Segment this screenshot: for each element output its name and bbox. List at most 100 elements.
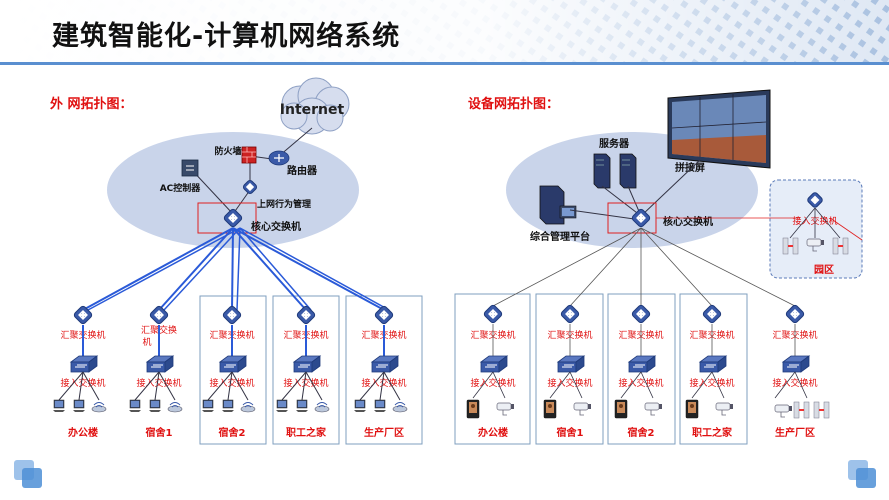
pc-display xyxy=(278,401,286,407)
router-icon xyxy=(268,150,290,166)
router-arrows xyxy=(274,154,284,162)
left-zone-name: 生产厂区 xyxy=(364,426,404,439)
left-access-label: 接入交换机 xyxy=(136,377,181,389)
pc-display xyxy=(356,401,364,407)
camera-mount xyxy=(650,410,655,416)
access-switch-side xyxy=(717,355,727,373)
left-access-label: 接入交换机 xyxy=(209,377,254,389)
video-wall-seams xyxy=(671,94,767,160)
right-access-label: 接入交换机 xyxy=(547,377,592,389)
right-face-terminal-icon xyxy=(614,399,628,419)
right-core-label: 核心交换机 xyxy=(663,215,713,228)
left-uplink-secondary xyxy=(163,227,241,311)
ac-marks xyxy=(186,165,194,171)
header-decoration xyxy=(0,0,889,65)
left-agg-switch xyxy=(296,305,316,325)
left-core-ellipse xyxy=(107,132,359,248)
switch-arrows xyxy=(229,214,237,222)
right-access-label: 接入交换机 xyxy=(618,377,663,389)
right-face-terminal-icon xyxy=(466,399,480,419)
left-endpoint-link xyxy=(207,371,233,401)
switch-arrowheads xyxy=(301,310,311,320)
camera-body xyxy=(806,238,822,247)
terminal-face xyxy=(619,404,623,408)
camera-lens xyxy=(730,404,733,409)
left-pc-icon xyxy=(73,399,85,412)
server-slots xyxy=(596,159,604,166)
mgmt-platform-icon xyxy=(539,185,577,225)
left-uplink xyxy=(158,227,234,311)
ap-waves xyxy=(242,402,254,408)
switch-arrowheads xyxy=(154,310,164,320)
right-camera-icon xyxy=(715,402,733,416)
right-access-label: 接入交换机 xyxy=(470,377,515,389)
left-pc-icon xyxy=(296,399,308,412)
right-endpoint-link xyxy=(492,371,506,399)
firewall-wall xyxy=(241,146,257,164)
left-access-label: 接入交换机 xyxy=(283,377,328,389)
switch-arrows xyxy=(302,311,310,319)
switch-arrows xyxy=(791,310,799,318)
right-access-switch xyxy=(479,355,509,373)
left-zone-box xyxy=(345,295,423,445)
camera-lens xyxy=(588,404,591,409)
server-icon xyxy=(619,153,637,189)
right-zone-name: 宿舍1 xyxy=(557,426,584,439)
ap-waves xyxy=(316,402,328,408)
switch-arrows xyxy=(637,214,645,222)
left-agg-switch xyxy=(374,305,394,325)
platform-tower xyxy=(539,185,565,225)
terminal-face xyxy=(690,404,694,408)
park-label: 园区 xyxy=(814,264,834,276)
right-endpoint-link xyxy=(711,371,725,399)
right-heading: 设备网拓扑图： xyxy=(468,96,559,112)
park-camera-icon xyxy=(806,238,824,252)
left-pc-icon xyxy=(276,399,288,412)
left-zone-name: 办公楼 xyxy=(68,426,98,439)
right-endpoint-link xyxy=(569,371,583,399)
right-zone-name: 生产厂区 xyxy=(775,426,815,439)
left-uplink xyxy=(231,227,234,311)
camera-lens xyxy=(511,404,514,409)
server-body xyxy=(619,153,637,189)
page-title: 建筑智能化-计算机网络系统 xyxy=(52,21,401,52)
server-slots xyxy=(622,159,630,166)
right-zone-name: 办公楼 xyxy=(478,426,508,439)
camera-body xyxy=(715,402,731,411)
switch-arrows xyxy=(489,310,497,318)
left-agg-switch xyxy=(222,305,242,325)
mgmt-platform-label: 综合管理平台 xyxy=(530,230,590,243)
right-camera-icon xyxy=(573,402,591,416)
switch-arrows xyxy=(155,311,163,319)
link-behavior-core xyxy=(232,189,251,215)
camera-mount xyxy=(579,410,584,416)
link-wall-core xyxy=(640,159,701,217)
cloud-puff xyxy=(280,102,308,130)
link-park-edge xyxy=(829,217,863,241)
left-endpoint-link xyxy=(82,371,100,401)
ap-base xyxy=(167,405,183,413)
switch-arrowheads xyxy=(488,309,498,319)
link-server1-core xyxy=(601,185,642,217)
left-uplink xyxy=(232,227,385,311)
pc-display xyxy=(298,401,306,407)
access-switch-ports xyxy=(787,364,799,368)
ap-base xyxy=(314,405,330,413)
behavior-mgmt-icon xyxy=(242,179,258,195)
corner-square-front xyxy=(856,468,876,488)
switch-arrows xyxy=(566,310,574,318)
firewall-icon xyxy=(241,146,257,164)
pc-display xyxy=(151,401,159,407)
left-endpoint-link xyxy=(58,371,84,401)
left-endpoint-link xyxy=(281,371,307,401)
access-switch-side xyxy=(311,355,321,373)
right-access-switch xyxy=(556,355,586,373)
pc-keyboard xyxy=(276,410,288,412)
ac-controller-label: AC控制器 xyxy=(160,182,202,194)
gate-bar xyxy=(799,409,804,411)
camera-lens xyxy=(659,404,662,409)
left-ap-icon xyxy=(392,402,408,413)
platform-monitor-screen xyxy=(562,208,574,216)
pc-display xyxy=(75,401,83,407)
pc-keyboard xyxy=(53,410,65,412)
